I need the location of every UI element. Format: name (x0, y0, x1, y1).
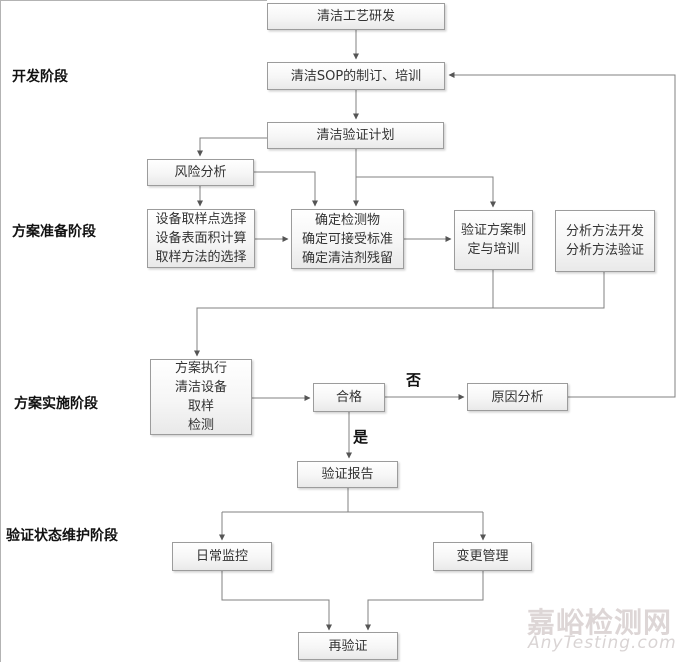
node-validation-report: 验证报告 (297, 461, 398, 488)
node-protocol-training-line1: 验证方案制 (460, 223, 526, 238)
connector-change-to-revalidate (365, 571, 484, 631)
node-protocol-training: 验证方案制 定与培训 (454, 210, 533, 270)
node-cause-analysis-label: 原因分析 (491, 389, 544, 405)
node-change-management-label: 变更管理 (456, 549, 509, 564)
node-validation-plan-label: 清洁验证计划 (316, 128, 395, 143)
connector-plan-to-risk (197, 137, 268, 157)
node-sampling-selection: 设备取样点选择 设备表面积计算 取样方法的选择 (147, 209, 255, 268)
node-change-management: 变更管理 (433, 542, 532, 571)
node-determine-criteria-line3: 确定清洁剂残留 (301, 250, 393, 266)
node-protocol-execution: 方案执行 清洁设备 取样 检测 (150, 359, 252, 435)
watermark-en-text: AnyTesting.com (528, 633, 677, 653)
connector-analysis-to-execute (194, 272, 605, 357)
node-revalidation-label: 再验证 (328, 638, 368, 654)
phase-label-preparation: 方案准备阶段 (12, 224, 96, 240)
node-sampling-selection-line1: 设备取样点选择 (155, 212, 247, 227)
node-validation-plan: 清洁验证计划 (267, 122, 444, 149)
node-validation-report-label: 验证报告 (321, 467, 374, 482)
node-determine-criteria: 确定检测物 确定可接受标准 确定清洁剂残留 (291, 209, 404, 269)
node-determine-criteria-line2: 确定可接受标准 (301, 231, 393, 247)
node-protocol-execution-line1: 方案执行 (174, 361, 227, 376)
node-cleaning-sop: 清洁SOP的制订、培训 (267, 62, 445, 90)
node-pass-decision: 合格 (313, 383, 385, 412)
node-cleaning-process-rd: 清洁工艺研发 (267, 3, 445, 30)
connector-plan-to-protocol (356, 176, 496, 208)
node-analysis-method-line2: 分析方法验证 (565, 243, 644, 258)
phase-label-maintenance: 验证状态维护阶段 (6, 528, 118, 544)
node-protocol-execution-line3: 取样 (187, 399, 214, 414)
node-cause-analysis: 原因分析 (467, 383, 568, 411)
node-routine-monitoring: 日常监控 (172, 542, 272, 571)
decision-label-yes: 是 (353, 428, 369, 446)
node-routine-monitoring-label: 日常监控 (195, 549, 248, 564)
node-determine-criteria-line1: 确定检测物 (314, 212, 380, 228)
phase-label-implementation: 方案实施阶段 (14, 396, 98, 412)
phase-label-development: 开发阶段 (12, 69, 68, 85)
node-cleaning-sop-label: 清洁SOP的制订、培训 (290, 68, 422, 84)
node-protocol-training-line2: 定与培训 (467, 242, 520, 257)
node-revalidation: 再验证 (298, 632, 398, 660)
node-protocol-execution-line2: 清洁设备 (174, 380, 227, 395)
decision-label-no: 否 (406, 371, 422, 389)
node-risk-analysis-label: 风险分析 (174, 165, 227, 180)
connector-risk-to-determine (254, 171, 318, 207)
node-risk-analysis: 风险分析 (147, 159, 254, 186)
connector-monitor-to-revalidate (221, 571, 332, 631)
node-analysis-method-line1: 分析方法开发 (565, 224, 644, 239)
node-sampling-selection-line2: 设备表面积计算 (155, 231, 247, 246)
node-pass-decision-label: 合格 (335, 390, 362, 405)
node-cleaning-process-rd-label: 清洁工艺研发 (316, 9, 395, 24)
node-protocol-execution-line4: 检测 (187, 418, 214, 433)
node-sampling-selection-line3: 取样方法的选择 (155, 250, 247, 265)
watermark-cn-text: 嘉峪检测网 (527, 606, 673, 639)
node-analysis-method: 分析方法开发 分析方法验证 (555, 210, 655, 272)
